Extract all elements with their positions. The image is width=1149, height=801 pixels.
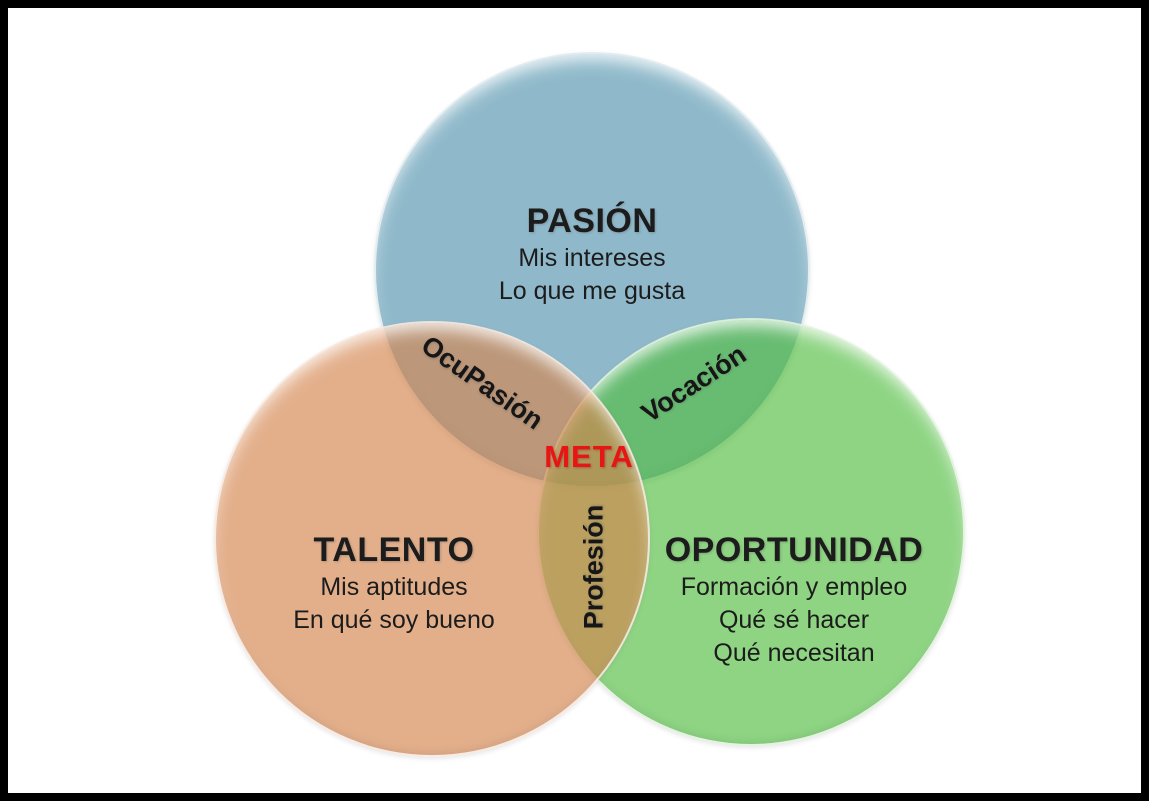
pasion-text-block: PASIÓN Mis intereses Lo que me gusta [499, 200, 685, 308]
talento-line-1: Mis aptitudes [320, 573, 468, 601]
pasion-line-1: Mis intereses [518, 244, 666, 272]
overlap-label-meta: META [544, 439, 634, 474]
overlap-label-profesion: Profesión [578, 504, 609, 630]
oportunidad-title: OPORTUNIDAD [664, 531, 924, 569]
oportunidad-line-2: Qué sé hacer [718, 606, 870, 634]
oportunidad-line-1: Formación y empleo [680, 573, 908, 601]
talento-title: TALENTO [313, 531, 475, 569]
pasion-title: PASIÓN [526, 202, 658, 240]
oportunidad-text-block: OPORTUNIDAD Formación y empleo Qué sé ha… [665, 529, 924, 670]
venn-circle-talento [214, 321, 650, 757]
talento-text-block: TALENTO Mis aptitudes En qué soy bueno [293, 529, 495, 637]
talento-line-2: En qué soy bueno [293, 606, 495, 634]
oportunidad-line-3: Qué necesitan [713, 639, 875, 667]
pasion-line-2: Lo que me gusta [498, 277, 686, 305]
